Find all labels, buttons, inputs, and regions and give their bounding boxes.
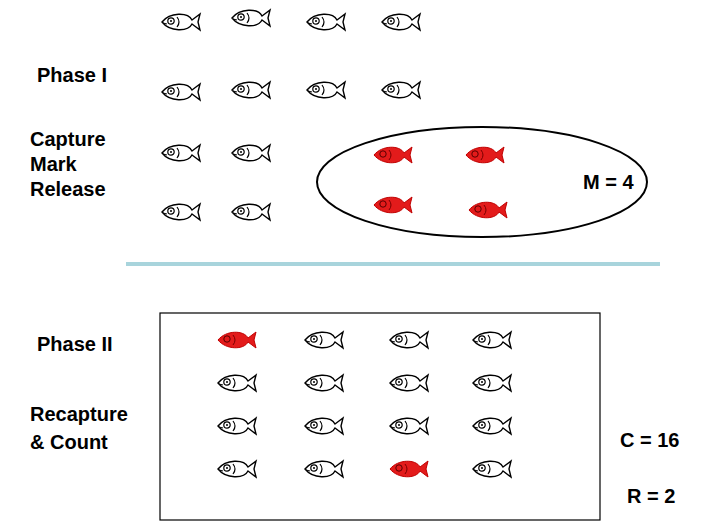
- fish: [390, 332, 428, 348]
- label-text: Capture Mark Release: [30, 127, 120, 202]
- fish: [162, 84, 200, 100]
- fish: [232, 204, 270, 220]
- fish: [232, 82, 270, 98]
- fish: [218, 375, 256, 391]
- marked-fish: [469, 202, 507, 218]
- label-text: M = 4: [583, 170, 673, 194]
- recapture-box: [160, 313, 600, 520]
- fish: [390, 375, 428, 391]
- marked-fish: [374, 197, 412, 213]
- fish: [232, 10, 270, 26]
- fish: [162, 14, 200, 30]
- marked-fish: [218, 332, 256, 348]
- fish: [473, 332, 511, 348]
- separator-line: [126, 262, 660, 266]
- label-text: Phase II: [37, 332, 157, 356]
- fish: [382, 82, 420, 98]
- marked-fish: [390, 461, 428, 477]
- fish: [162, 145, 200, 161]
- fish: [218, 418, 256, 434]
- fish: [305, 418, 343, 434]
- fish: [232, 145, 270, 161]
- fish: [390, 418, 428, 434]
- fish: [305, 375, 343, 391]
- fish: [473, 418, 511, 434]
- fish: [307, 14, 345, 30]
- label-text: R = 2: [627, 484, 697, 508]
- fish: [305, 461, 343, 477]
- marked-fish: [374, 147, 412, 163]
- fish: [473, 375, 511, 391]
- fish: [473, 461, 511, 477]
- fish: [307, 82, 345, 98]
- fish: [305, 332, 343, 348]
- label-text: Recapture & Count: [30, 400, 140, 456]
- fish: [382, 14, 420, 30]
- marked-fish: [466, 147, 504, 163]
- fish: [218, 461, 256, 477]
- label-text: Phase I: [37, 63, 157, 87]
- label-text: C = 16: [620, 428, 700, 452]
- fish: [162, 204, 200, 220]
